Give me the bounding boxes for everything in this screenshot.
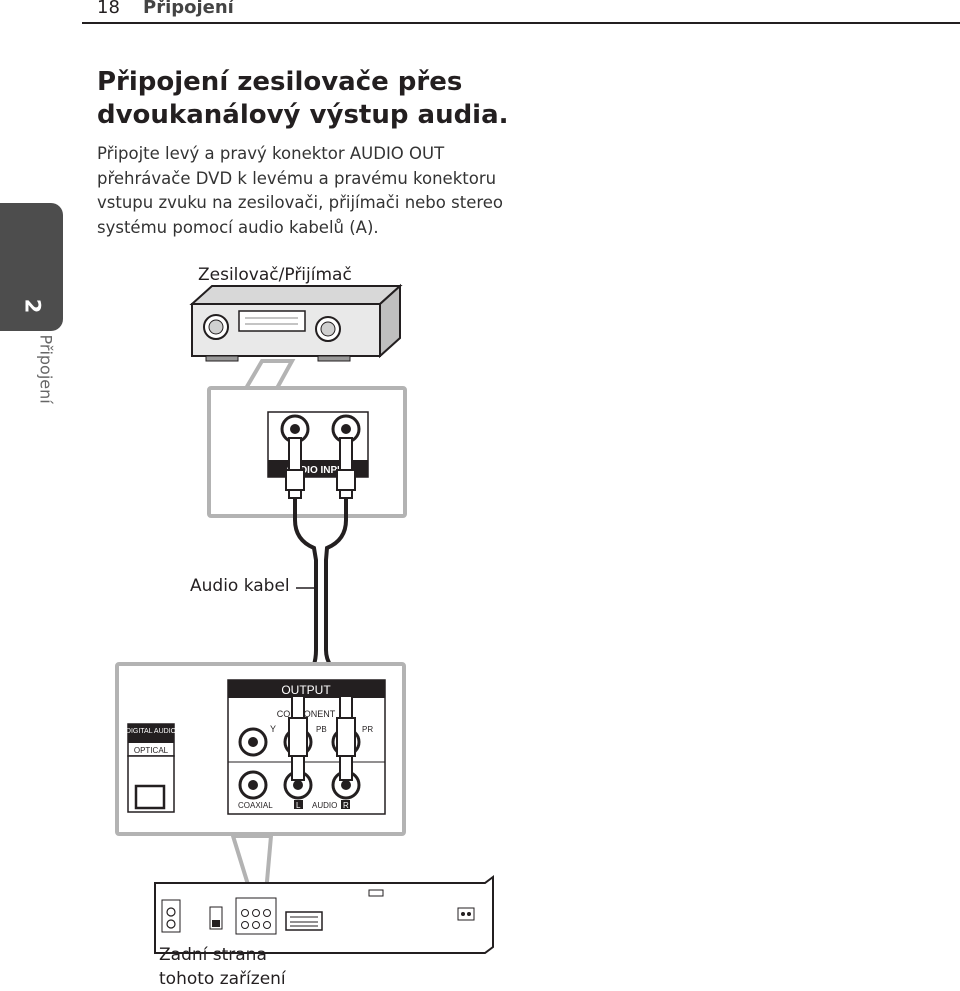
audio-l-label: L bbox=[296, 801, 301, 810]
optical-label: OPTICAL bbox=[134, 746, 169, 755]
amplifier-label: Zesilovač/Přijímač bbox=[198, 265, 352, 285]
coaxial-label: COAXIAL bbox=[238, 801, 273, 810]
page-number: 18 bbox=[97, 0, 120, 18]
chapter-tab bbox=[0, 203, 63, 331]
y-label: Y bbox=[270, 724, 276, 734]
amp-callout-pointer bbox=[241, 359, 296, 392]
amp-audio-input-label: AUDIO INPUT bbox=[286, 465, 351, 476]
digital-audio-label: DIGITAL AUDIO bbox=[126, 728, 177, 735]
header-section-title: Připojení bbox=[143, 0, 234, 18]
optical-port bbox=[134, 784, 166, 810]
audio-r-label: R bbox=[343, 801, 349, 810]
page-title: Připojení zesilovače přes dvoukanálový v… bbox=[97, 67, 509, 130]
audio-label: AUDIO bbox=[312, 801, 337, 810]
dvd-output-zoom: OUTPUT COMPONENT Y PB PR COAXIAL L AUDIO… bbox=[115, 662, 406, 836]
intro-text: Připojte levý a pravý konektor AUDIO OUT… bbox=[97, 144, 504, 237]
amp-input-zoom: AUDIO INPUT bbox=[207, 386, 407, 518]
pb-label: PB bbox=[316, 725, 327, 734]
header-rule bbox=[82, 22, 960, 24]
device-rear-label: Zadní strana tohoto zařízení bbox=[159, 945, 286, 989]
cable-label: Audio kabel bbox=[190, 576, 290, 596]
output-label: OUTPUT bbox=[281, 683, 331, 697]
pr-label: PR bbox=[362, 725, 373, 734]
component-label: COMPONENT bbox=[277, 709, 336, 719]
dvd-player-rear bbox=[154, 875, 494, 954]
amplifier-illustration bbox=[189, 283, 403, 362]
